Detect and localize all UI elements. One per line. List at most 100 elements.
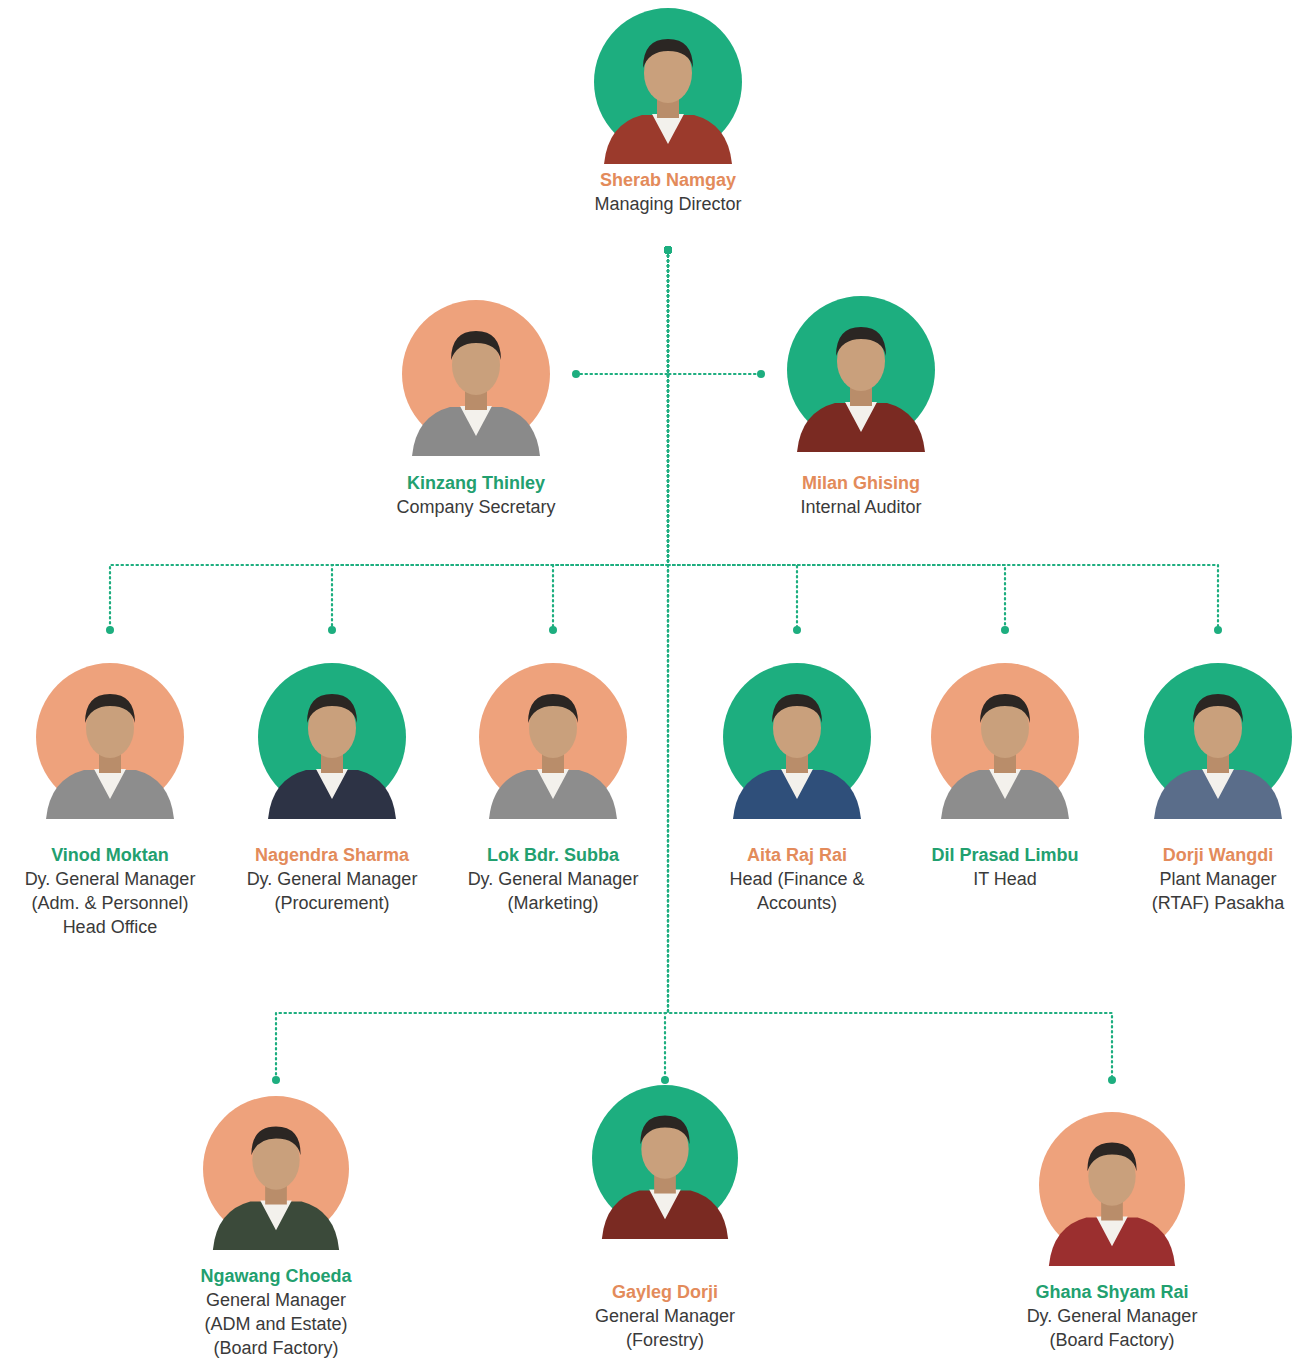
org-connector [664,246,801,634]
portrait-figure [1039,1112,1185,1258]
portrait-figure [1154,694,1282,819]
portrait-circle [479,663,627,811]
org-connector [553,250,668,630]
caption-block: Ghana Shyam RaiDy. General Manager (Boar… [1012,1280,1212,1352]
portrait-figure [489,694,617,819]
person-name: Milan Ghising [761,471,961,495]
portrait-circle [1039,1112,1185,1258]
connector-dot [664,246,672,254]
portrait-figure [594,8,742,156]
portrait-circle [402,300,550,448]
job-title: Head (Finance & Accounts) [690,867,905,915]
caption-block: Nagendra SharmaDy. General Manager (Proc… [232,843,432,915]
portrait-figure [931,663,1079,811]
portrait-figure [723,663,871,811]
org-connector [668,250,1112,1080]
connector-dot [1001,626,1009,634]
person-node: Vinod MoktanDy. General Manager (Adm. & … [12,630,208,939]
caption-block: Dil Prasad LimbuIT Head [905,843,1105,891]
connector-dot [1108,1076,1116,1084]
caption-block: Lok Bdr. SubbaDy. General Manager (Marke… [453,843,653,915]
org-connector [549,246,672,634]
portrait-figure [258,663,406,811]
org-connector [332,250,668,630]
connector-dot [328,626,336,634]
connector-dot [1214,626,1222,634]
connector-dot [793,626,801,634]
portrait-figure [402,300,550,448]
portrait-circle [931,663,1079,811]
portrait-figure [479,663,627,811]
person-node: Sherab NamgayManaging Director [558,8,778,250]
job-title: Company Secretary [376,495,576,519]
person-name: Lok Bdr. Subba [453,843,653,867]
caption-block: Vinod MoktanDy. General Manager (Adm. & … [12,843,208,939]
person-node: Ngawang ChoedaGeneral Manager (ADM and E… [191,1080,361,1360]
person-node: Nagendra SharmaDy. General Manager (Proc… [232,630,432,915]
portrait-figure [46,694,174,819]
connector-dot [664,246,672,254]
portrait-figure [941,694,1069,819]
org-connector [664,246,765,378]
person-name: Dil Prasad Limbu [905,843,1105,867]
job-title: Dy. General Manager (Marketing) [453,867,653,915]
job-title: Dy. General Manager (Board Factory) [1012,1304,1212,1352]
portrait-figure [412,331,540,456]
caption-block: Dorji WangdiPlant Manager (RTAF) Pasakha [1138,843,1298,915]
portrait-figure [733,694,861,819]
connector-dot [549,626,557,634]
person-node: Ghana Shyam RaiDy. General Manager (Boar… [1012,1080,1212,1352]
portrait-circle [787,296,935,444]
person-node: Gayleg DorjiGeneral Manager (Forestry) [565,1080,765,1352]
connector-dot [664,246,672,254]
person-node: Dil Prasad LimbuIT Head [905,630,1105,891]
portrait-circle [36,663,184,811]
connector-dot [757,370,765,378]
portrait-circle [594,8,742,156]
portrait-circle [1144,663,1292,811]
connector-dot [272,1076,280,1084]
portrait-figure [592,1085,738,1231]
org-connector [576,250,668,374]
person-node: Aita Raj RaiHead (Finance & Accounts) [690,630,905,915]
caption-block: Kinzang ThinleyCompany Secretary [376,471,576,519]
portrait-figure [203,1096,349,1242]
caption-block: Sherab NamgayManaging Director [558,168,778,216]
caption-block: Gayleg DorjiGeneral Manager (Forestry) [565,1280,765,1352]
portrait-circle [592,1085,738,1231]
person-name: Ghana Shyam Rai [1012,1280,1212,1304]
org-connector [664,246,1116,1084]
connector-dot [664,246,672,254]
connector-dot [106,626,114,634]
org-connector [661,246,672,1084]
connector-dot [661,1076,669,1084]
caption-block: Ngawang ChoedaGeneral Manager (ADM and E… [191,1264,361,1360]
portrait-figure [797,327,925,452]
connector-dot [664,246,672,254]
org-connector [106,246,672,634]
portrait-figure [213,1127,339,1250]
person-node: Milan GhisingInternal Auditor [761,296,961,519]
connector-dot [664,246,672,254]
job-title: General Manager (Forestry) [565,1304,765,1352]
person-node: Dorji WangdiPlant Manager (RTAF) Pasakha [1138,630,1298,915]
person-node: Lok Bdr. SubbaDy. General Manager (Marke… [453,630,653,915]
connector-dot [664,246,672,254]
person-name: Gayleg Dorji [565,1280,765,1304]
connector-dot [664,246,672,254]
job-title: Internal Auditor [761,495,961,519]
person-name: Sherab Namgay [558,168,778,192]
org-connector [668,250,761,374]
portrait-circle [258,663,406,811]
job-title: IT Head [905,867,1105,891]
org-connector [328,246,672,634]
portrait-figure [787,296,935,444]
connector-dot [664,246,672,254]
org-connector [668,250,797,630]
org-connector [572,246,672,378]
person-name: Vinod Moktan [12,843,208,867]
person-name: Ngawang Choeda [191,1264,361,1288]
org-connector [668,250,1005,630]
person-name: Kinzang Thinley [376,471,576,495]
